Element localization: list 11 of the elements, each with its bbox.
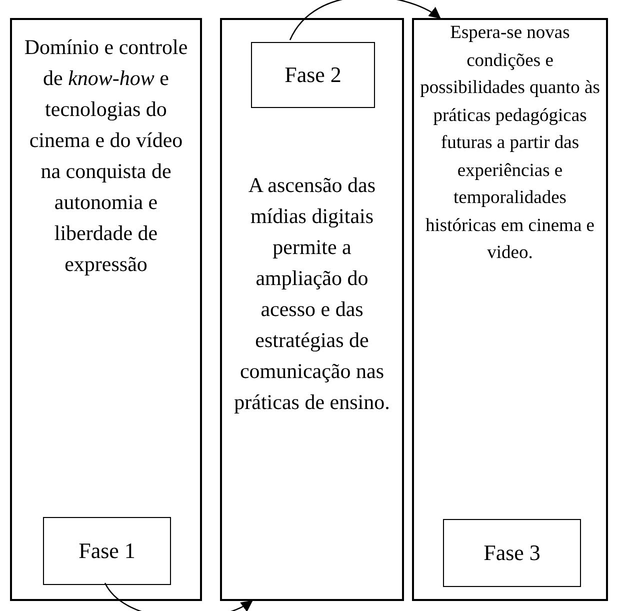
curved-arrow — [289, 0, 441, 40]
description-text: Domínio e controle de know-how e tecnologias do cinema e do vídeo na conquista de autonomia e liberdade de expressão — [23, 34, 189, 278]
column-panel — [10, 18, 202, 601]
phase-box: Fase 1 — [43, 517, 171, 585]
description-text: A ascensão das mídias digitais permite a ampliação do acesso e das estratégias de comunicação nas práticas de ensino. — [233, 172, 391, 416]
column-panel — [220, 18, 404, 601]
curved-arrow — [104, 582, 253, 611]
phase-box: Fase 2 — [251, 42, 375, 108]
phase-box: Fase 3 — [443, 519, 581, 587]
column-panel — [412, 18, 608, 601]
description-text: Espera-se novas condições e possibilidades quanto às práticas pedagógicas futuras a partir das experiências e temporalidades históricas em cinema e video. — [420, 22, 600, 265]
